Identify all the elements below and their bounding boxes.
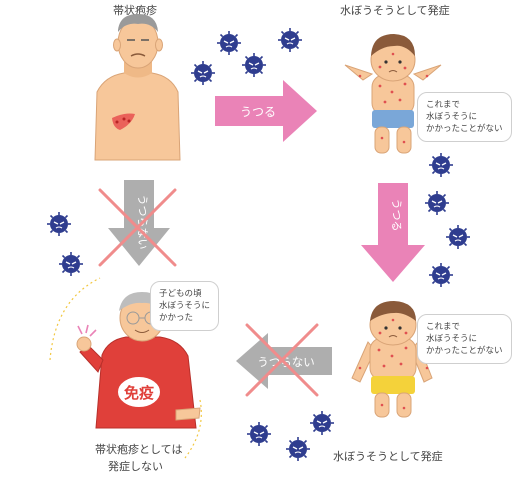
virus-icon bbox=[58, 251, 84, 277]
virus-icon bbox=[428, 262, 454, 288]
label-no-onset-1: 帯状疱疹としては bbox=[95, 443, 183, 456]
bubble-line: 水ぼうそうに bbox=[426, 112, 478, 122]
speech-bubble-child-bottom: これまで 水ぼうそうに かかったことがない bbox=[417, 314, 512, 364]
label-no-onset-2: 発症しない bbox=[108, 460, 163, 473]
bubble-line: 子どもの頃 bbox=[159, 289, 202, 299]
virus-icon bbox=[46, 211, 72, 237]
virus-icon bbox=[241, 52, 267, 78]
label-chickenpox-bottom: 水ぼうそうとして発症 bbox=[333, 450, 443, 463]
cross-mark-left bbox=[98, 188, 177, 267]
virus-icon bbox=[424, 190, 450, 216]
cross-mark-bottom bbox=[245, 323, 319, 397]
label-shingles: 帯状疱疹 bbox=[113, 4, 157, 17]
bubble-line: これまで bbox=[426, 100, 461, 110]
virus-icon bbox=[428, 152, 454, 178]
virus-icon bbox=[285, 436, 311, 462]
child-chickenpox-top bbox=[344, 34, 442, 154]
immunity-badge: 免疫 bbox=[124, 384, 154, 402]
child-chickenpox-bottom bbox=[351, 301, 433, 418]
bubble-line: かかった bbox=[159, 313, 194, 323]
virus-icon bbox=[445, 224, 471, 250]
virus-icon bbox=[277, 27, 303, 53]
arrow-not-transmits-left: うつらない bbox=[108, 180, 170, 266]
arrow-right-label: うつる bbox=[390, 199, 403, 232]
speech-bubble-child-top: これまで 水ぼうそうに かかったことがない bbox=[417, 92, 512, 142]
speech-bubble-elder: 子どもの頃 水ぼうそうに かかった bbox=[150, 281, 220, 331]
bubble-line: 水ぼうそうに bbox=[159, 301, 211, 311]
virus-icon bbox=[309, 410, 335, 436]
elderly-man-shingles bbox=[94, 14, 181, 161]
bubble-line: 水ぼうそうに bbox=[426, 334, 478, 344]
arrow-transmits-top: うつる bbox=[215, 80, 317, 142]
arrow-transmits-right: うつる bbox=[361, 183, 425, 282]
elderly-man-immune: 免疫 bbox=[49, 277, 202, 459]
bubble-line: かかったことがない bbox=[426, 124, 503, 134]
bubble-line: これまで bbox=[426, 322, 461, 332]
bubble-line: かかったことがない bbox=[426, 346, 503, 356]
label-chickenpox-top: 水ぼうそうとして発症 bbox=[340, 4, 450, 17]
arrow-top-label: うつる bbox=[240, 105, 276, 119]
virus-icon bbox=[190, 60, 216, 86]
virus-icon bbox=[216, 30, 242, 56]
virus-icon bbox=[246, 421, 272, 447]
